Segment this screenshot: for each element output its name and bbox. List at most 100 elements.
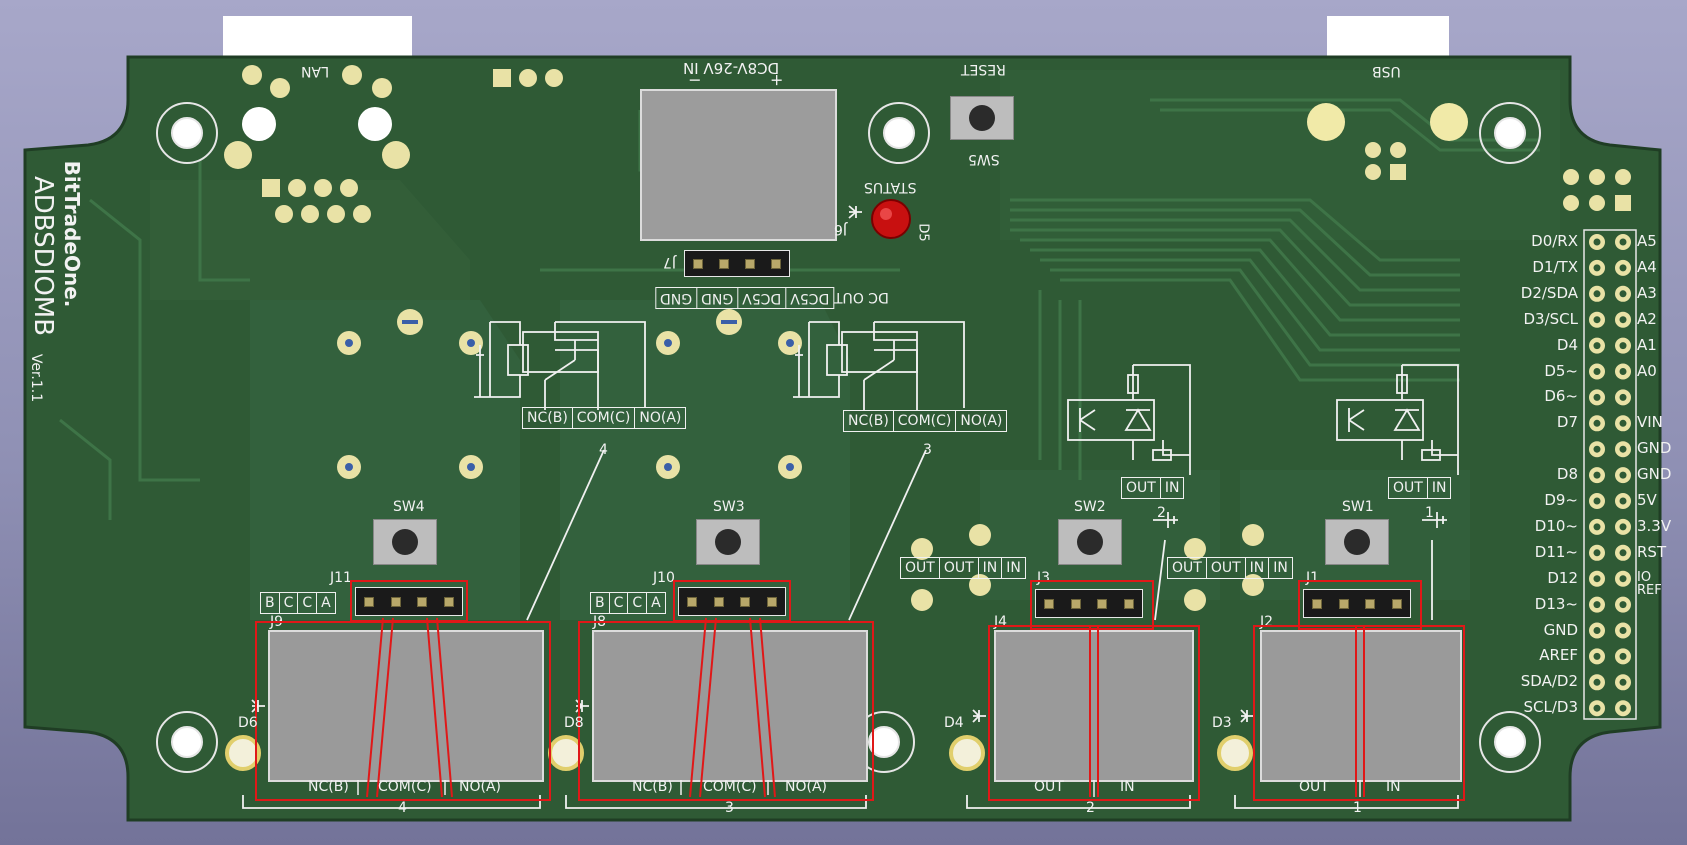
arduino-pin-hole	[1593, 652, 1601, 660]
j11-header[interactable]	[355, 587, 463, 616]
relay4-nc: NC(B)	[523, 408, 573, 428]
arduino-pin-hole	[1593, 497, 1601, 505]
d4-label: D4	[944, 715, 964, 731]
arduino-pin-label-right: A0	[1637, 361, 1657, 380]
arduino-pin-hole	[1619, 419, 1627, 427]
arduino-pin-hole	[1619, 601, 1627, 609]
arduino-pin-label-right: A3	[1637, 283, 1657, 302]
pc1-number: 1	[1425, 505, 1434, 521]
arduino-pin-label-right: A5	[1637, 232, 1657, 250]
d6-label: D6	[238, 715, 258, 731]
arduino-pin-label-right: GND	[1637, 465, 1672, 484]
sw4-button[interactable]	[373, 519, 437, 565]
pc2-out: OUT	[1122, 478, 1161, 498]
j2-in-label: IN	[1386, 779, 1401, 795]
j10-header[interactable]	[678, 587, 786, 616]
arduino-pin-hole	[1619, 368, 1627, 375]
bcca-pin: C	[610, 593, 629, 613]
relay3-number: 3	[923, 442, 932, 458]
sw2-button[interactable]	[1058, 519, 1122, 565]
highlight-j1-pins	[1298, 580, 1422, 630]
arduino-pin-label-right: A2	[1637, 309, 1657, 328]
pc1-hdr-pin: OUT	[1168, 558, 1207, 578]
sw3-label: SW3	[713, 499, 745, 515]
sw1-button[interactable]	[1325, 519, 1389, 565]
arduino-pin-hole	[1593, 445, 1601, 453]
arduino-pin-hole	[1593, 393, 1601, 401]
j9-nc-label: NC(B)	[308, 779, 349, 795]
arduino-pin-label-left: D7	[1556, 413, 1578, 432]
arduino-pin-hole	[1593, 704, 1601, 712]
j4-in-label: IN	[1120, 779, 1135, 795]
j8-terminal-block[interactable]	[592, 630, 868, 782]
arduino-pin-label-left: D6~	[1544, 387, 1578, 406]
arduino-pin-hole	[1593, 627, 1601, 634]
bcca-pin: C	[298, 593, 318, 613]
j2-terminal-block[interactable]	[1260, 630, 1462, 782]
arduino-pin-label-left: D10~	[1534, 516, 1578, 535]
j8-com-label: COM(C)	[703, 779, 757, 795]
j3-header[interactable]	[1035, 589, 1143, 618]
arduino-pin-hole	[1619, 678, 1627, 686]
arduino-pin-hole	[1619, 471, 1627, 479]
j9-terminal-block[interactable]	[268, 630, 544, 782]
arduino-pin-label-right: 3.3V	[1637, 516, 1672, 535]
highlight-j3-pins	[1030, 580, 1154, 630]
bcca-pin: C	[280, 593, 299, 613]
pc1-out: OUT	[1389, 478, 1428, 498]
reset-button[interactable]	[950, 96, 1014, 140]
sw3-button[interactable]	[696, 519, 760, 565]
arduino-pin-label-left: D13~	[1534, 594, 1578, 613]
arduino-pin-hole	[1593, 368, 1601, 375]
arduino-pin-hole	[1619, 316, 1627, 324]
j1-header[interactable]	[1303, 589, 1411, 618]
bcca-pin: B	[591, 593, 610, 613]
usb-connector-tab	[1327, 16, 1449, 60]
j8-nc-label: NC(B)	[632, 779, 673, 795]
j2-number: 1	[1353, 800, 1362, 816]
j4-terminal-block[interactable]	[994, 630, 1194, 782]
j11-label: J11	[330, 570, 352, 586]
pc2-hdr-pin: IN	[979, 558, 1003, 578]
arduino-pin-label-left: D11~	[1534, 542, 1578, 561]
j9-com-label: COM(C)	[378, 779, 432, 795]
highlight-j8	[578, 621, 874, 801]
arduino-pin-label-right: A1	[1637, 335, 1657, 354]
arduino-pin-label-right: 5V	[1637, 491, 1657, 509]
bcca-pin: B	[261, 593, 280, 613]
dc-out-header[interactable]	[684, 250, 790, 277]
arduino-pin-label-left: D3/SCL	[1523, 309, 1579, 328]
j4-out-label: OUT	[1034, 779, 1064, 795]
arduino-pin-hole	[1619, 575, 1627, 583]
lan-connector-tab	[223, 16, 412, 60]
arduino-pin-label-left: GND	[1543, 620, 1578, 639]
arduino-pin-hole	[1593, 290, 1601, 298]
bcca-pin: A	[321, 595, 331, 611]
arduino-pin-hole	[1619, 264, 1627, 272]
pc2-number: 2	[1157, 505, 1166, 521]
arduino-pin-label-left: D2/SDA	[1520, 283, 1578, 302]
bcca-pin: A	[651, 595, 661, 611]
sw1-label: SW1	[1342, 499, 1374, 515]
arduino-pin-label-left: D4	[1556, 335, 1578, 354]
pc1-schematic-pins: OUT IN	[1388, 477, 1452, 499]
arduino-pin-hole	[1593, 678, 1601, 686]
sw2-label: SW2	[1074, 499, 1106, 515]
arduino-pin-hole	[1619, 549, 1627, 557]
j8-number: 3	[725, 800, 734, 816]
arduino-pin-hole	[1593, 316, 1601, 324]
arduino-pin-label-right: GND	[1637, 439, 1672, 458]
arduino-pin-label-left: D0/RX	[1531, 232, 1578, 250]
highlight-j2	[1253, 625, 1465, 801]
arduino-pin-hole	[1619, 627, 1627, 634]
arduino-pin-hole	[1593, 549, 1601, 557]
relay3-com: COM(C)	[894, 411, 957, 431]
arduino-pin-hole	[1593, 238, 1601, 246]
j8-no-label: NO(A)	[785, 779, 827, 795]
pc2-hdr-pin: OUT	[940, 558, 979, 578]
arduino-pin-hole	[1593, 419, 1601, 427]
